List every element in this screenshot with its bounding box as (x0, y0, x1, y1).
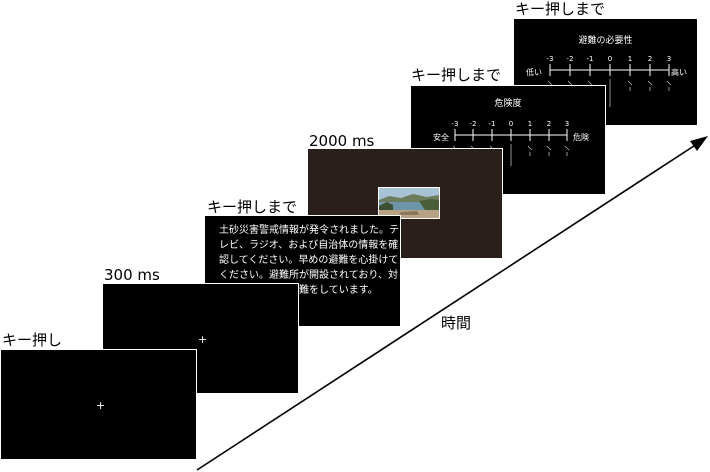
fixation-cross: + (198, 333, 208, 346)
step-label-6: キー押しまで (515, 0, 606, 18)
rating-scale: 低い 高い -3 -2 -1 0 1 2 3 (526, 55, 687, 107)
scale-left-anchor: 低い (526, 67, 542, 77)
scale-right-anchor: 危険 (573, 132, 589, 142)
scale-ticks (549, 64, 670, 76)
scale-left-anchor: 安全 (433, 132, 449, 142)
step-label-5: キー押しまで (411, 66, 502, 84)
step-label-4: 2000 ms (309, 132, 375, 150)
rating-scale: 安全 危険 -3 -2 -1 0 1 2 3 (433, 120, 589, 166)
scale-tick-label: 1 (628, 55, 632, 63)
step-label-2: 300 ms (104, 266, 160, 284)
scale-right-anchor: 高い (671, 67, 687, 77)
scale-tick-label: -1 (489, 120, 496, 128)
scale-title: 避難の必要性 (578, 36, 633, 46)
scale-tick-label: -1 (587, 55, 594, 63)
scale-tick-labels: -3 -2 -1 0 1 2 3 (452, 120, 570, 128)
scale-tick-label: 0 (509, 120, 513, 128)
scale-tick-label: 2 (648, 55, 652, 63)
scale-tick-label: -2 (470, 120, 477, 128)
scale-ticks (454, 129, 568, 141)
scale-tick-label: 2 (547, 120, 551, 128)
scale-tick-label: 3 (565, 120, 569, 128)
landscape-image (379, 188, 439, 218)
scale-tick-label: -3 (547, 55, 554, 63)
step-label-1: キー押し (2, 331, 63, 349)
fixation-cross: + (96, 399, 106, 412)
scale-tick-label: 3 (667, 55, 671, 63)
scale-tick-labels: -3 -2 -1 0 1 2 3 (547, 55, 672, 63)
scale-tick-label: 1 (528, 120, 532, 128)
step-label-3: キー押しまで (207, 198, 298, 216)
time-arrow-head (690, 136, 708, 151)
scale-tick-label: 0 (608, 55, 612, 63)
scale-title: 危険度 (494, 99, 522, 109)
time-axis-label: 時間 (441, 314, 472, 332)
fixation-screen-1: + (0, 349, 197, 460)
scale-tick-label: -3 (452, 120, 459, 128)
scale-tick-label: -2 (567, 55, 574, 63)
